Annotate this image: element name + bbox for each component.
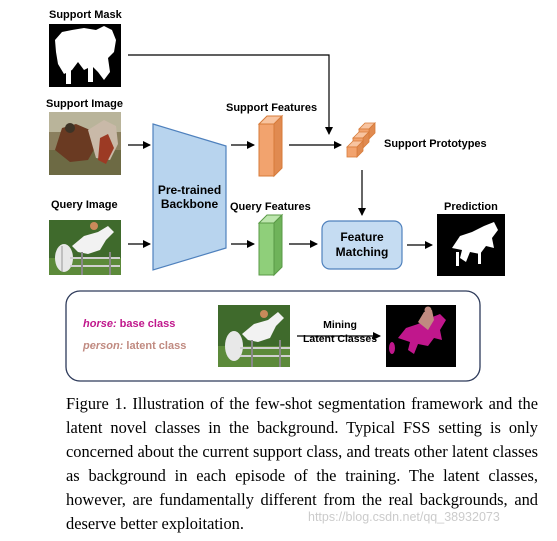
backbone-label-line1: Pre-trained [157,183,222,197]
legend-horse-rest: base class [116,318,176,330]
legend-horse-word: horse: [83,318,117,330]
support-mask-image [49,24,121,87]
query-image-label: Query Image [51,199,118,211]
figure: Support Mask Support Image Query Image S… [46,9,505,382]
legend-person-line: person: latent class [83,340,186,352]
prediction-label: Prediction [444,201,498,213]
arrow-mask-to-prototypes [128,54,333,135]
legend-query-image [218,305,290,367]
legend-horse-line: horse: base class [83,318,175,330]
feature-matching-label-line1: Feature [340,230,384,244]
feature-matching-label-line2: Matching [335,245,389,259]
feature-matching-label: Feature Matching [322,230,402,260]
watermark: https://blog.csdn.net/qq_38932073 [308,510,500,524]
legend-person-word: person: [83,340,124,352]
support-prototypes [346,122,376,158]
query-image [49,220,121,275]
support-image-label: Support Image [46,98,124,110]
support-mask-label: Support Mask [49,9,122,21]
support-prototypes-label: Support Prototypes [384,138,487,150]
support-image [49,112,121,175]
support-feature-block [257,114,284,178]
feature-matching-box [321,220,403,270]
query-feature-block [257,213,284,277]
support-features-label: Support Features [226,102,318,114]
query-features-label: Query Features [230,201,311,213]
legend-result-image [386,305,456,367]
legend-person-rest: latent class [123,340,187,352]
mining-label-line1: Mining [323,319,357,331]
prediction-image [437,214,505,276]
backbone-block [152,123,227,271]
mining-label-line2: Latent Classes [302,333,378,345]
backbone-label-line2: Backbone [160,197,219,211]
backbone-label: Pre-trained Backbone [153,183,226,211]
figure-caption: Figure 1. Illustration of the few-shot s… [66,394,538,533]
mining-label: Mining Latent Classes [292,318,388,346]
